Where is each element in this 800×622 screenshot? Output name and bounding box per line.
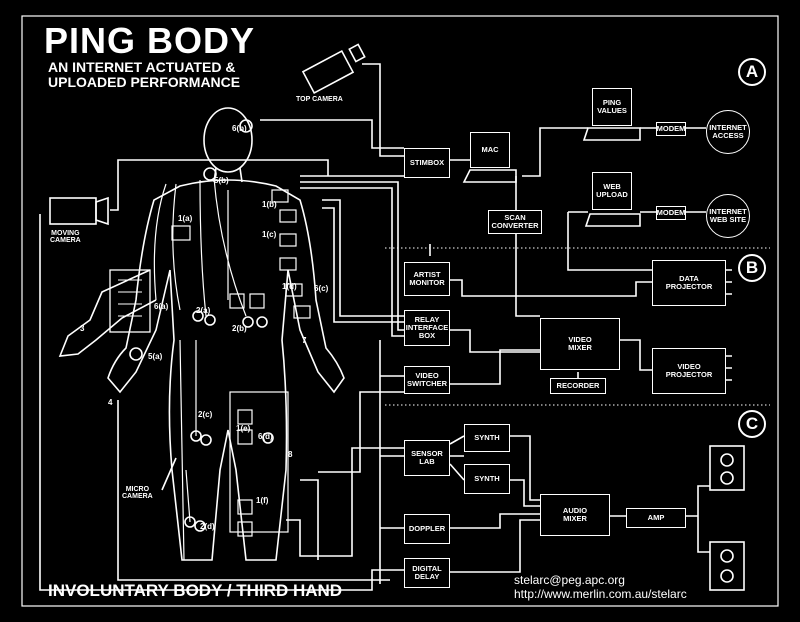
- internet-web-site-node: INTERNET WEB SITE: [706, 194, 750, 238]
- section-a-marker: A: [738, 58, 766, 86]
- body-tag: 2(d): [200, 522, 215, 531]
- body-tag: 4: [108, 398, 113, 407]
- body-tag: 2(a): [196, 306, 211, 315]
- synth-2: SYNTH: [464, 464, 510, 494]
- body-tag: 6(d): [258, 432, 273, 441]
- web-upload-monitor: WEB UPLOAD: [592, 172, 632, 210]
- video-projector: VIDEO PROJECTOR: [652, 348, 726, 394]
- video-switcher: VIDEO SWITCHER: [404, 366, 450, 394]
- body-tag: 1(a): [178, 214, 193, 223]
- section-b-label: B: [745, 258, 759, 277]
- body-tag: 1(c): [262, 230, 277, 239]
- mac-monitor: MAC: [470, 132, 510, 168]
- scan-converter: SCAN CONVERTER: [488, 210, 542, 234]
- amp: AMP: [626, 508, 686, 528]
- stimbox: STIMBOX: [404, 148, 450, 178]
- video-mixer: VIDEO MIXER: [540, 318, 620, 370]
- micro-camera-label: MICRO CAMERA: [122, 486, 153, 501]
- body-torso: [107, 179, 345, 561]
- digital-delay: DIGITAL DELAY: [404, 558, 450, 588]
- body-tag: 8: [288, 450, 293, 459]
- speaker-bottom: [709, 541, 745, 591]
- audio-mixer: AUDIO MIXER: [540, 494, 610, 536]
- third-hand-box: [109, 269, 151, 333]
- body-tag: 6(c): [314, 284, 329, 293]
- moving-camera-body: [49, 197, 97, 225]
- third-hand-arm: [58, 269, 157, 357]
- modem-a: MODEM: [656, 122, 686, 136]
- data-projector: DATA PROJECTOR: [652, 260, 726, 306]
- speaker-top: [709, 445, 745, 491]
- recorder: RECORDER: [550, 378, 606, 394]
- body-tag: 2(b): [232, 324, 247, 333]
- top-camera-label: TOP CAMERA: [296, 96, 343, 103]
- body-tag: 2(c): [198, 410, 213, 419]
- ping-values-monitor: PING VALUES: [592, 88, 632, 126]
- section-c-label: C: [745, 414, 759, 433]
- body-tag: 3: [80, 324, 85, 333]
- page-subtitle: AN INTERNET ACTUATED & UPLOADED PERFORMA…: [48, 59, 241, 90]
- contact-url: http://www.merlin.com.au/stelarc: [514, 587, 687, 601]
- contact-email: stelarc@peg.apc.org: [514, 573, 625, 587]
- body-tag: 6(b): [232, 124, 247, 133]
- footer-caption: INVOLUNTARY BODY / THIRD HAND: [48, 581, 343, 600]
- synth-1: SYNTH: [464, 424, 510, 452]
- body-tag: 7: [302, 336, 307, 345]
- section-c-marker: C: [738, 410, 766, 438]
- body-tag: 5(b): [214, 176, 229, 185]
- body-tag: 1(d): [282, 282, 297, 291]
- body-tag: 6(a): [154, 302, 169, 311]
- section-a-label: A: [745, 62, 759, 81]
- relay-interface-box: RELAY INTERFACE BOX: [404, 310, 450, 346]
- moving-camera-label: MOVING CAMERA: [50, 230, 81, 245]
- top-camera-body: [301, 49, 355, 95]
- body-tag: 1(b): [262, 200, 277, 209]
- body-tag: 1(e): [236, 424, 251, 433]
- body-tag: 5(a): [148, 352, 163, 361]
- section-b-marker: B: [738, 254, 766, 282]
- modem-b: MODEM: [656, 206, 686, 220]
- body-tag: 1(f): [256, 496, 269, 505]
- page-title: PING BODY: [44, 20, 256, 61]
- artist-monitor: ARTIST MONITOR: [404, 262, 450, 296]
- sensor-lab: SENSOR LAB: [404, 440, 450, 476]
- doppler: DOPPLER: [404, 514, 450, 544]
- internet-access-node: INTERNET ACCESS: [706, 110, 750, 154]
- body-head: [203, 107, 253, 173]
